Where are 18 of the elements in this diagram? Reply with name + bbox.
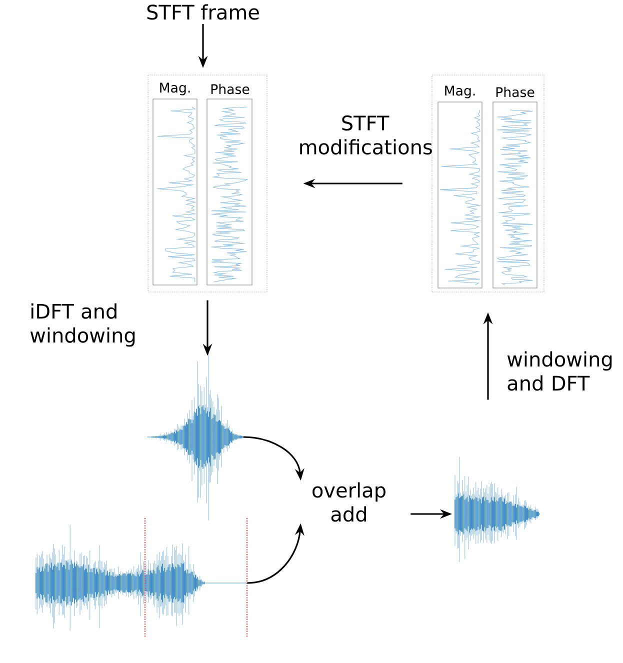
phase-plot: Phase (206, 84, 252, 286)
phase-plot: Phase (492, 86, 538, 288)
node-label: Mag. (445, 86, 475, 98)
spectrum-frame (148, 74, 268, 292)
magnitude-plot: Mag. (152, 82, 198, 286)
node-label: Mag. (160, 82, 190, 96)
edge-label: windowing and DFT (507, 351, 612, 391)
picture (36, 524, 248, 631)
edge-label: iDFT and windowing (30, 303, 135, 347)
edge-label: STFT modifications (300, 115, 432, 155)
node-label: Phase (496, 86, 534, 98)
step-label: overlap add (312, 482, 386, 522)
step-label: STFT frame (147, 4, 259, 20)
magnitude-plot: Mag. (438, 86, 482, 288)
node-label: Phase (211, 84, 250, 94)
picture (454, 456, 540, 562)
picture (148, 350, 243, 521)
spectrum-frame (432, 74, 544, 292)
